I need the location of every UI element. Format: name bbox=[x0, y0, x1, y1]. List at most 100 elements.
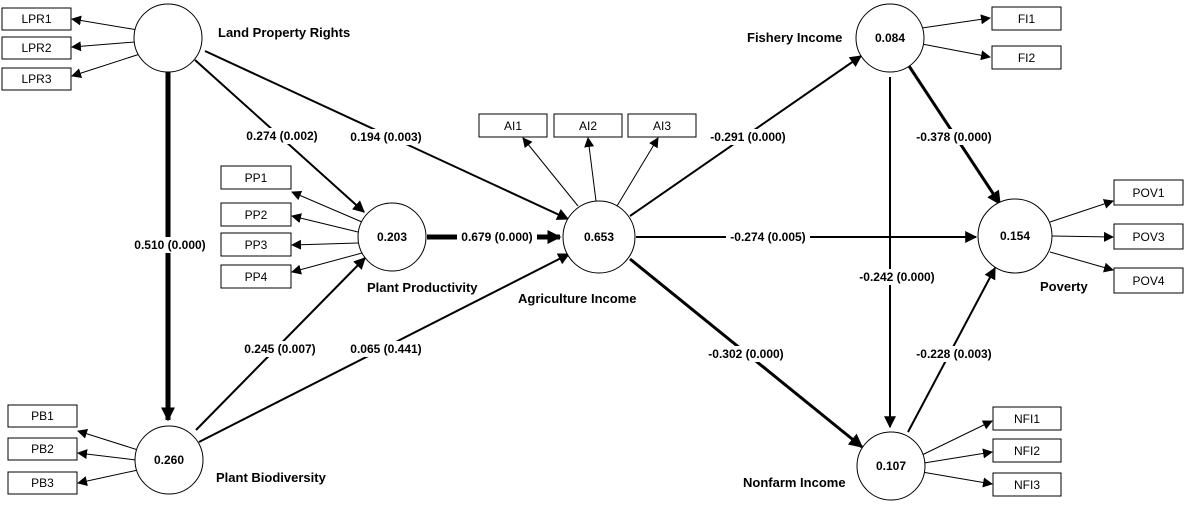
indicator-box-ai1: AI1 bbox=[478, 113, 548, 138]
indicator-label: PB3 bbox=[31, 476, 54, 490]
indicator-label: LPR2 bbox=[21, 41, 51, 55]
indicator-label: AI3 bbox=[653, 119, 671, 133]
loading-arrow-pp4 bbox=[291, 252, 363, 275]
indicator-box-pp3: PP3 bbox=[220, 232, 292, 257]
loading-arrow-pov1 bbox=[1049, 199, 1114, 223]
indicator-label: POV4 bbox=[1132, 274, 1164, 288]
coef-label-pb-pp: 0.245 (0.007) bbox=[240, 341, 320, 357]
loading-arrow-lpr2 bbox=[71, 41, 136, 52]
loading-arrow-pb1 bbox=[77, 428, 139, 451]
loading-arrow-lpr1 bbox=[71, 15, 139, 31]
r-squared-value: 0.203 bbox=[377, 230, 407, 244]
loading-arrow-ai1 bbox=[522, 137, 579, 207]
indicator-label: AI1 bbox=[504, 119, 522, 133]
coef-label-lpr-pb: 0.510 (0.000) bbox=[130, 237, 210, 253]
indicator-box-pov4: POV4 bbox=[1113, 267, 1184, 294]
indicator-label: NFI1 bbox=[1014, 412, 1040, 426]
indicator-box-fi2: FI2 bbox=[991, 45, 1062, 70]
construct-agriculture-income: 0.653 bbox=[562, 200, 636, 274]
indicator-box-nfi2: NFI2 bbox=[992, 438, 1062, 463]
loading-arrow-fi2 bbox=[921, 43, 991, 61]
indicator-box-lpr3: LPR3 bbox=[1, 67, 72, 91]
coef-label-ai-fi: -0.291 (0.000) bbox=[706, 129, 790, 145]
indicator-box-nfi1: NFI1 bbox=[992, 406, 1062, 431]
path-coefficient: 0.194 (0.003) bbox=[350, 130, 421, 144]
r-squared-value: 0.107 bbox=[876, 459, 906, 473]
indicator-label: PP3 bbox=[245, 238, 268, 252]
indicator-box-pov3: POV3 bbox=[1113, 223, 1184, 250]
indicator-label: AI2 bbox=[579, 119, 597, 133]
construct-name-pp: Plant Productivity bbox=[367, 280, 478, 295]
coef-label-lpr-pp: 0.274 (0.002) bbox=[242, 128, 322, 144]
indicator-label: LPR1 bbox=[21, 12, 51, 26]
path-coefficient: -0.378 (0.000) bbox=[916, 130, 991, 144]
indicator-box-ai3: AI3 bbox=[627, 113, 697, 138]
indicator-box-pp1: PP1 bbox=[220, 165, 292, 190]
loading-arrow-pb2 bbox=[77, 449, 137, 461]
path-coefficient: 0.245 (0.007) bbox=[244, 342, 315, 356]
loading-arrow-lpr3 bbox=[71, 53, 141, 78]
construct-name-lpr: Land Property Rights bbox=[218, 25, 350, 40]
loading-arrow-nfi2 bbox=[923, 448, 993, 464]
r-squared-value: 0.260 bbox=[154, 453, 184, 467]
path-coefficient: 0.679 (0.000) bbox=[461, 230, 532, 244]
indicator-box-pp2: PP2 bbox=[220, 202, 292, 227]
indicator-box-fi1: FI1 bbox=[991, 6, 1062, 31]
indicator-box-pb1: PB1 bbox=[7, 404, 78, 428]
path-coefficient: -0.228 (0.003) bbox=[916, 347, 991, 361]
coef-label-pp-ai: 0.679 (0.000) bbox=[457, 229, 537, 245]
path-coefficient: -0.291 (0.000) bbox=[710, 130, 785, 144]
path-coefficient: 0.510 (0.000) bbox=[134, 238, 205, 252]
construct-plant-biodiversity: 0.260 bbox=[134, 425, 204, 495]
indicator-box-pp4: PP4 bbox=[220, 264, 292, 289]
loading-arrow-fi1 bbox=[921, 14, 991, 29]
path-coefficient: 0.065 (0.441) bbox=[350, 342, 421, 356]
loading-arrow-nfi1 bbox=[921, 420, 993, 456]
construct-poverty: 0.154 bbox=[977, 198, 1053, 274]
coef-label-ai-nfi: -0.302 (0.000) bbox=[704, 346, 788, 362]
construct-name-fi: Fishery Income bbox=[747, 30, 842, 45]
indicator-label: NFI2 bbox=[1014, 444, 1040, 458]
construct-nonfarm-income: 0.107 bbox=[856, 431, 926, 501]
construct-name-pb: Plant Biodiversity bbox=[216, 470, 327, 485]
r-squared-value: 0.154 bbox=[1000, 229, 1030, 243]
coef-label-fi-pov: -0.378 (0.000) bbox=[912, 129, 996, 145]
indicator-label: LPR3 bbox=[21, 72, 51, 86]
r-squared-value: 0.653 bbox=[584, 230, 614, 244]
coef-label-fi-nfi: -0.242 (0.000) bbox=[855, 269, 939, 285]
indicator-box-nfi3: NFI3 bbox=[992, 472, 1062, 497]
coef-label-pb-ai: 0.065 (0.441) bbox=[346, 341, 426, 357]
loading-arrow-pov3 bbox=[1051, 231, 1114, 242]
loading-arrow-ai3 bbox=[616, 137, 659, 207]
indicator-label: PB1 bbox=[31, 409, 54, 423]
indicator-label: FI2 bbox=[1018, 51, 1036, 65]
indicator-label: PB2 bbox=[31, 442, 54, 456]
construct-plant-productivity: 0.203 bbox=[357, 202, 427, 272]
indicator-box-lpr1: LPR1 bbox=[1, 7, 72, 31]
construct-name-pov: Poverty bbox=[1040, 279, 1088, 294]
indicator-label: POV1 bbox=[1132, 186, 1164, 200]
indicator-label: POV3 bbox=[1132, 230, 1164, 244]
construct-fishery-income: 0.084 bbox=[855, 3, 925, 73]
r-squared-value: 0.084 bbox=[875, 31, 905, 45]
indicator-box-pb3: PB3 bbox=[7, 471, 78, 495]
indicator-label: PP1 bbox=[245, 171, 268, 185]
path-coefficient: -0.242 (0.000) bbox=[859, 270, 934, 284]
construct-name-ai: Agriculture Income bbox=[518, 291, 636, 306]
loading-arrow-ai2 bbox=[584, 137, 597, 202]
loading-arrow-pp1 bbox=[291, 190, 363, 223]
indicator-box-ai2: AI2 bbox=[553, 113, 623, 138]
coef-label-lpr-ai: 0.194 (0.003) bbox=[346, 129, 426, 145]
loading-arrow-nfi3 bbox=[921, 471, 993, 488]
construct-name-nfi: Nonfarm Income bbox=[743, 475, 846, 490]
loading-arrow-pb3 bbox=[77, 469, 139, 486]
indicator-box-pov1: POV1 bbox=[1113, 179, 1184, 206]
path-coefficient: -0.302 (0.000) bbox=[708, 347, 783, 361]
coef-label-ai-pov: -0.274 (0.005) bbox=[726, 229, 810, 245]
path-coefficient: -0.274 (0.005) bbox=[730, 230, 805, 244]
coef-label-nfi-pov: -0.228 (0.003) bbox=[912, 346, 996, 362]
indicator-label: PP2 bbox=[245, 208, 268, 222]
loading-arrow-pov4 bbox=[1049, 251, 1114, 273]
